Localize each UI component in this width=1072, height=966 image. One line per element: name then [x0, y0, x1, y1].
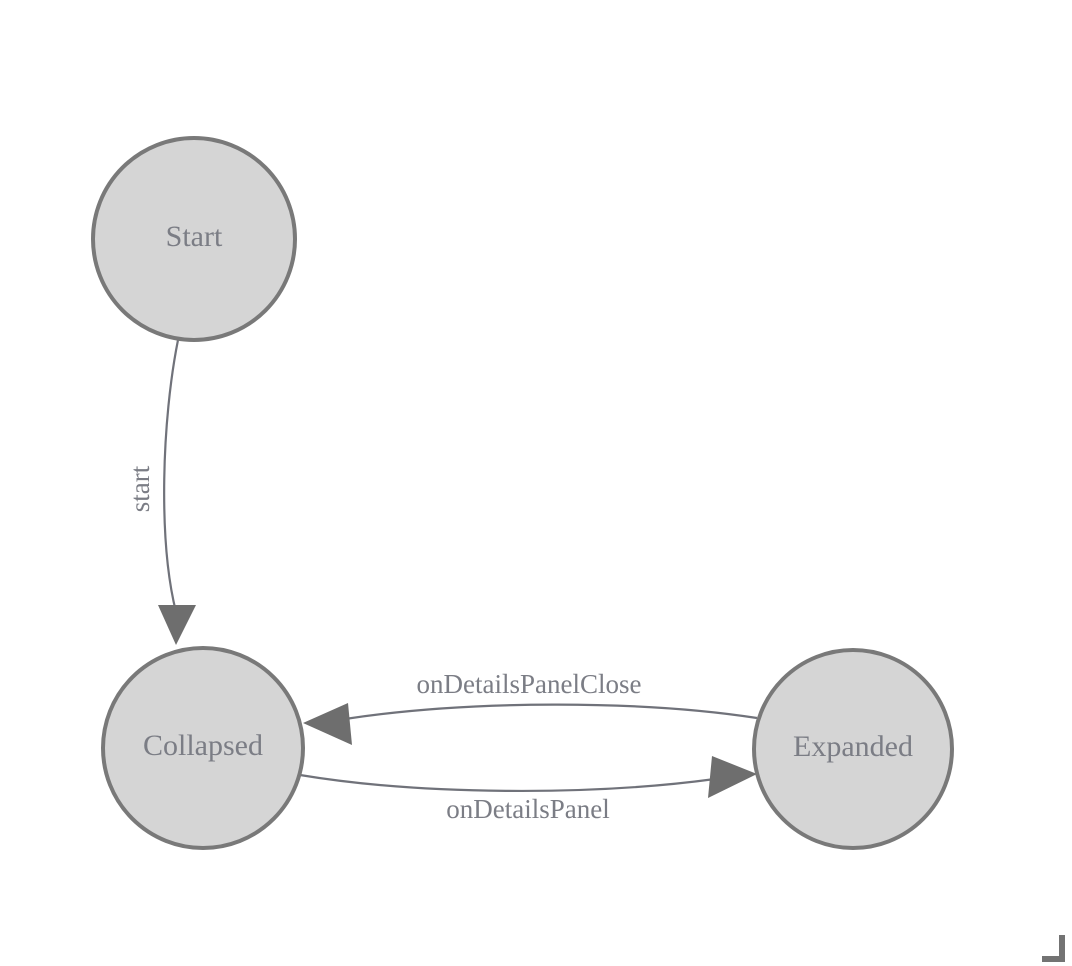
edge-label-on-details-panel: onDetailsPanel	[446, 794, 609, 824]
node-circle-start[interactable]	[91, 136, 297, 342]
edge-label-on-details-panel-close: onDetailsPanelClose	[417, 669, 642, 699]
edge-path-collapsed-to-expanded	[299, 773, 716, 793]
node-expanded[interactable]: Expanded	[752, 648, 954, 850]
node-label-collapsed: Collapsed	[143, 729, 263, 762]
edge-collapsed-to-expanded[interactable]	[299, 756, 757, 798]
edge-label-start: start	[125, 465, 155, 512]
node-circle-collapsed[interactable]	[101, 646, 305, 850]
edge-expanded-to-collapsed[interactable]	[303, 703, 758, 745]
arrowhead-expanded-to-collapsed	[303, 703, 352, 745]
node-circle-expanded[interactable]	[752, 648, 954, 850]
node-collapsed[interactable]: Collapsed	[101, 646, 305, 850]
arrowhead-collapsed-to-expanded	[708, 756, 757, 798]
node-label-start: Start	[166, 220, 223, 253]
arrowhead-start-to-collapsed	[158, 605, 196, 645]
edge-start-to-collapsed[interactable]	[158, 339, 196, 645]
edge-path-start-to-collapsed	[163, 339, 180, 613]
resize-corner-bracket-icon	[1042, 935, 1065, 962]
node-label-expanded: Expanded	[793, 730, 913, 763]
edge-path-expanded-to-collapsed	[344, 703, 758, 721]
node-start[interactable]: Start	[91, 136, 297, 342]
